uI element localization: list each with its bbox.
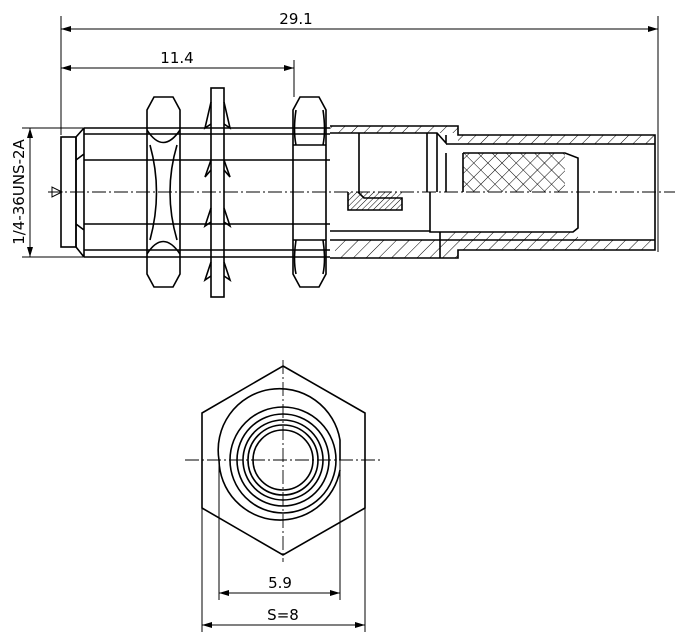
connector-end-view [185, 360, 383, 562]
hex-size-label: S=8 [267, 606, 299, 624]
dimension-hex-size: S=8 [201, 508, 366, 632]
washer [210, 87, 225, 298]
thread-length-label: 11.4 [160, 49, 193, 67]
thread-spec-label: 1/4-36UNS-2A [10, 138, 28, 244]
insulator-section [348, 192, 402, 210]
dimension-thread-length: 11.4 [61, 49, 295, 97]
knurled-pin [463, 153, 565, 192]
connector-side-view [60, 87, 656, 298]
hex-outline [201, 365, 366, 556]
centerline-arrow [51, 186, 64, 198]
dimension-inner-diameter: 5.9 [218, 460, 341, 600]
dimension-overall-length: 29.1 [60, 10, 659, 252]
overall-length-label: 29.1 [279, 10, 312, 28]
hex-nut-right [292, 96, 327, 288]
inner-diameter-label: 5.9 [268, 574, 292, 592]
hex-nut-left [146, 96, 181, 288]
dimension-thread-spec: 1/4-36UNS-2A [10, 127, 84, 258]
